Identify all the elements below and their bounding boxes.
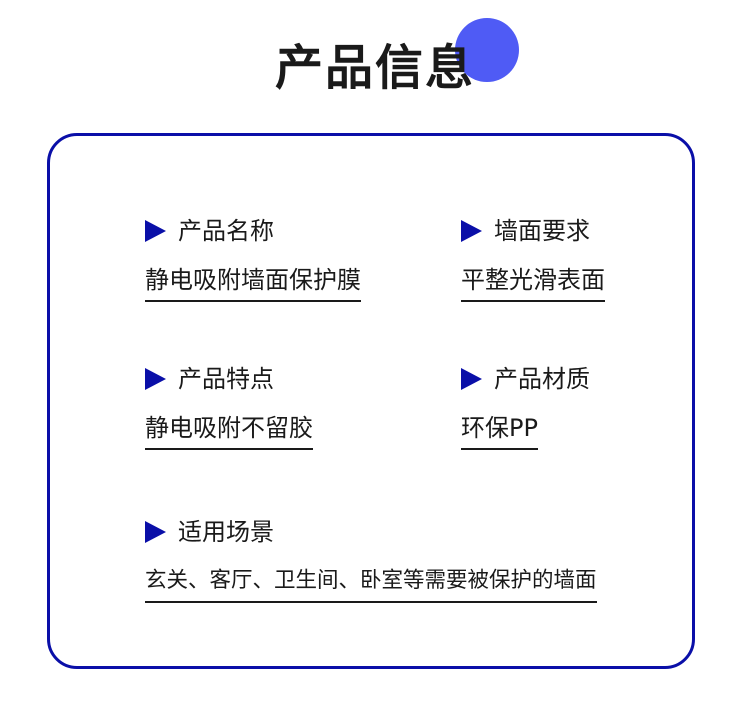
info-item-product-material: 产品材质 环保PP <box>461 364 590 450</box>
info-value: 玄关、客厅、卫生间、卧室等需要被保护的墙面 <box>145 565 597 603</box>
info-label: 产品特点 <box>178 365 274 393</box>
triangle-right-icon <box>145 220 166 242</box>
triangle-right-icon <box>461 368 482 390</box>
info-item-product-name: 产品名称 静电吸附墙面保护膜 <box>145 216 361 302</box>
info-item-wall-requirement: 墙面要求 平整光滑表面 <box>461 216 605 302</box>
triangle-right-icon <box>145 521 166 543</box>
info-value: 静电吸附不留胶 <box>145 412 313 450</box>
info-label: 产品材质 <box>494 365 590 393</box>
info-value: 平整光滑表面 <box>461 264 605 302</box>
page-title: 产品信息 <box>274 40 475 96</box>
triangle-right-icon <box>461 220 482 242</box>
info-value: 静电吸附墙面保护膜 <box>145 264 361 302</box>
info-value: 环保PP <box>461 412 538 450</box>
info-label: 产品名称 <box>178 217 274 245</box>
info-label: 适用场景 <box>178 518 274 546</box>
info-item-product-feature: 产品特点 静电吸附不留胶 <box>145 364 313 450</box>
info-label: 墙面要求 <box>494 217 590 245</box>
triangle-right-icon <box>145 368 166 390</box>
decorative-circle <box>455 18 519 82</box>
product-info-card <box>47 133 695 669</box>
info-item-application-scene: 适用场景 玄关、客厅、卫生间、卧室等需要被保护的墙面 <box>145 517 597 603</box>
